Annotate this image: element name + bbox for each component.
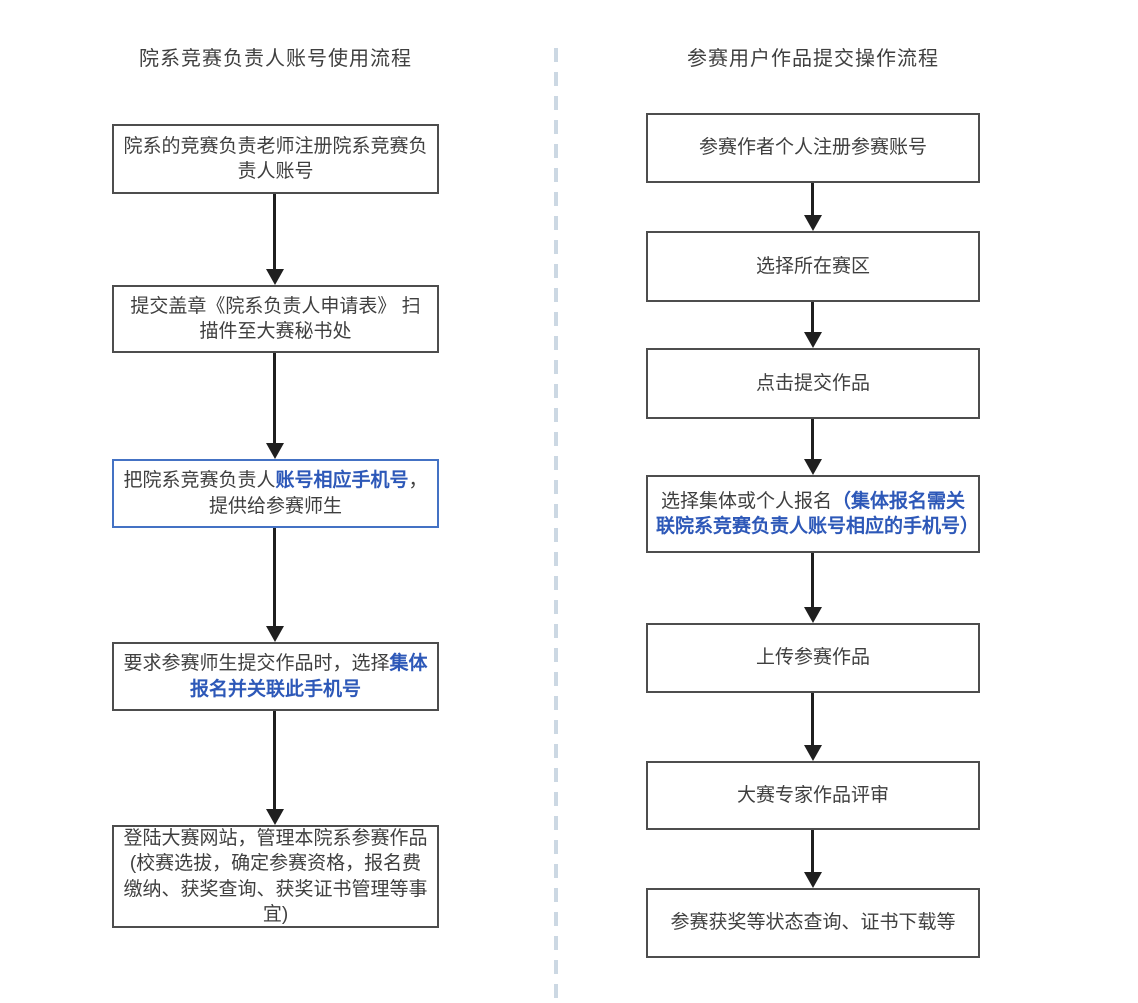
left-flow-arrow-4	[266, 711, 284, 825]
step-text-segment: 选择所在赛区	[755, 255, 870, 277]
step-text-segment: 点击提交作品	[755, 372, 870, 394]
right-flow-step-2-label: 选择所在赛区	[756, 254, 870, 279]
step-text-segment: 参赛获奖等状态查询、证书下载等	[670, 912, 956, 934]
left-flow-step-4-box: 要求参赛师生提交作品时，选择集体报名并关联此手机号	[112, 642, 439, 711]
arrow-down-icon	[266, 269, 284, 285]
arrow-line	[811, 553, 814, 610]
left-flow-step-2-label: 提交盖章《院系负责人申请表》 扫描件至大赛秘书处	[122, 294, 429, 344]
step-text-accent-segment: 账号相应手机号	[275, 470, 409, 492]
left-flow-title: 院系竞赛负责人账号使用流程	[139, 48, 412, 70]
right-flow-arrow-3	[804, 419, 822, 475]
right-flow-step-6-box: 大赛专家作品评审	[646, 761, 980, 830]
left-flow-step-1-box: 院系的竞赛负责老师注册院系竞赛负责人账号	[112, 124, 439, 194]
left-flow-step-3-label: 把院系竞赛负责人账号相应手机号，提供给参赛师生	[122, 468, 429, 518]
right-flow-step-2-box: 选择所在赛区	[646, 231, 980, 302]
arrow-down-icon	[804, 745, 822, 761]
right-flow-step-4-box: 选择集体或个人报名（集体报名需关联院系竞赛负责人账号相应的手机号）	[646, 475, 980, 553]
arrow-line	[811, 693, 814, 748]
arrow-down-icon	[804, 607, 822, 623]
arrow-line	[811, 302, 814, 335]
arrow-line	[811, 183, 814, 218]
step-text-segment: 要求参赛师生提交作品时，选择	[123, 653, 390, 675]
right-flow-arrow-5	[804, 693, 822, 761]
step-text-segment: 登陆大赛网站，管理本院系参赛作品(校赛选拔，确定参赛资格，报名费缴纳、获奖查询、…	[123, 828, 428, 925]
step-text-accent-segment: 集体报名并关联此手机号	[189, 653, 428, 700]
step-text-segment: 大赛专家作品评审	[736, 784, 889, 806]
right-flow-step-6-label: 大赛专家作品评审	[737, 783, 889, 808]
arrow-line	[273, 528, 276, 629]
step-text-segment: 选择集体或个人报名	[660, 490, 832, 512]
arrow-down-icon	[266, 443, 284, 459]
arrow-down-icon	[804, 459, 822, 475]
arrow-down-icon	[266, 626, 284, 642]
arrow-line	[273, 711, 276, 812]
arrow-line	[273, 353, 276, 446]
right-flow-arrow-6	[804, 830, 822, 888]
left-flow-step-5-label: 登陆大赛网站，管理本院系参赛作品(校赛选拔，确定参赛资格，报名费缴纳、获奖查询、…	[122, 826, 429, 926]
arrow-line	[811, 830, 814, 875]
right-flow-step-3-box: 点击提交作品	[646, 348, 980, 419]
right-flow-title: 参赛用户作品提交操作流程	[687, 48, 939, 70]
arrow-down-icon	[266, 809, 284, 825]
left-flow-step-4-label: 要求参赛师生提交作品时，选择集体报名并关联此手机号	[122, 651, 429, 701]
dashed-divider-line	[554, 48, 558, 1003]
arrow-down-icon	[804, 872, 822, 888]
left-flow-arrow-1	[266, 194, 284, 285]
right-flow-arrow-4	[804, 553, 822, 623]
left-flow-step-2-box: 提交盖章《院系负责人申请表》 扫描件至大赛秘书处	[112, 285, 439, 353]
arrow-line	[811, 419, 814, 462]
right-flow-step-4-label: 选择集体或个人报名（集体报名需关联院系竞赛负责人账号相应的手机号）	[656, 489, 979, 539]
left-flow-arrow-2	[266, 353, 284, 459]
left-flow-step-1-label: 院系的竞赛负责老师注册院系竞赛负责人账号	[122, 134, 429, 184]
step-text-accent-segment: （集体报名需关联院系竞赛负责人账号相应的手机号）	[656, 490, 980, 537]
step-text-segment: 把院系竞赛负责人	[123, 470, 276, 492]
right-flow-arrow-2	[804, 302, 822, 348]
step-text-segment: 参赛作者个人注册参赛账号	[698, 137, 927, 159]
right-flow-step-1-box: 参赛作者个人注册参赛账号	[646, 113, 980, 183]
arrow-down-icon	[804, 332, 822, 348]
step-text-segment: 提交盖章《院系负责人申请表》 扫描件至大赛秘书处	[130, 295, 421, 342]
step-text-segment: 上传参赛作品	[755, 647, 870, 669]
arrow-line	[273, 194, 276, 272]
step-text-segment: 院系的竞赛负责老师注册院系竞赛负责人账号	[123, 135, 428, 182]
left-flow-arrow-3	[266, 528, 284, 642]
right-flow-step-1-label: 参赛作者个人注册参赛账号	[699, 135, 927, 160]
left-flow-step-5-box: 登陆大赛网站，管理本院系参赛作品(校赛选拔，确定参赛资格，报名费缴纳、获奖查询、…	[112, 825, 439, 928]
step-text-segment: ，提供给参赛师生	[208, 470, 428, 517]
right-flow-step-5-label: 上传参赛作品	[756, 645, 870, 670]
arrow-down-icon	[804, 215, 822, 231]
right-flow-step-7-box: 参赛获奖等状态查询、证书下载等	[646, 888, 980, 958]
right-flow-step-5-box: 上传参赛作品	[646, 623, 980, 693]
right-flow-arrow-1	[804, 183, 822, 231]
right-flow-step-3-label: 点击提交作品	[756, 371, 870, 396]
left-flow-step-3-box: 把院系竞赛负责人账号相应手机号，提供给参赛师生	[112, 459, 439, 528]
right-flow-step-7-label: 参赛获奖等状态查询、证书下载等	[670, 910, 955, 935]
